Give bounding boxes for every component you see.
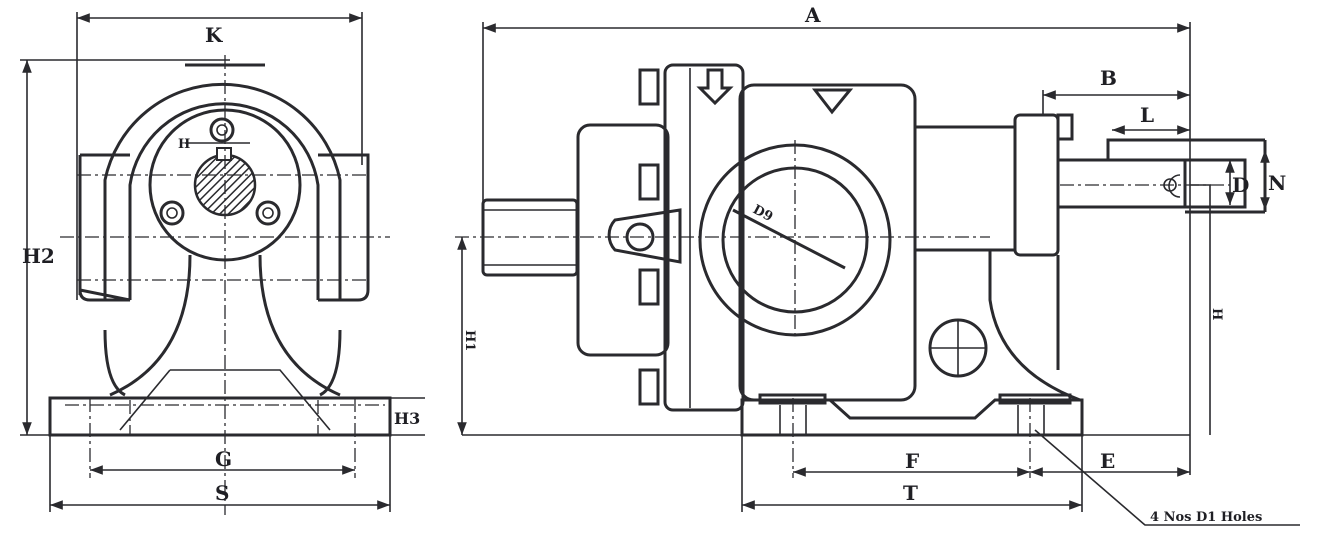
dim-label-e: E [1100, 449, 1115, 473]
dim-label-f: F [905, 449, 919, 473]
dim-label-b: B [1100, 66, 1117, 90]
bolt-icon [638, 68, 660, 106]
dim-label-h3: H3 [394, 409, 420, 428]
bolt-icon [255, 200, 281, 226]
hole-note: 4 Nos D1 Holes [1150, 510, 1262, 525]
dim-label-h1: H1 [462, 330, 477, 351]
lug-hole-icon [625, 222, 655, 252]
side-view [20, 12, 425, 515]
front-view [455, 22, 1300, 526]
bolt-icon [159, 200, 185, 226]
dim-label-n: N [1268, 171, 1286, 195]
dim-label-k: K [205, 23, 223, 47]
flow-arrow-icon [696, 68, 734, 106]
dim-label-key-h: H [178, 137, 190, 152]
dim-label-g: G [215, 447, 232, 471]
dim-label-a: A [804, 3, 821, 27]
dim-label-h2: H2 [22, 244, 55, 268]
dim-label-t: T [903, 481, 918, 505]
dim-label-l: L [1140, 103, 1154, 127]
triangle-mark-icon [811, 88, 854, 115]
bolt-icon [638, 268, 660, 306]
dim-label-d: D [1232, 173, 1249, 197]
bolt-icon [638, 163, 660, 201]
bolt-icon [209, 117, 235, 143]
dim-label-h: H [1209, 308, 1224, 320]
dim-label-s: S [215, 481, 229, 505]
bolt-icon [638, 368, 660, 406]
